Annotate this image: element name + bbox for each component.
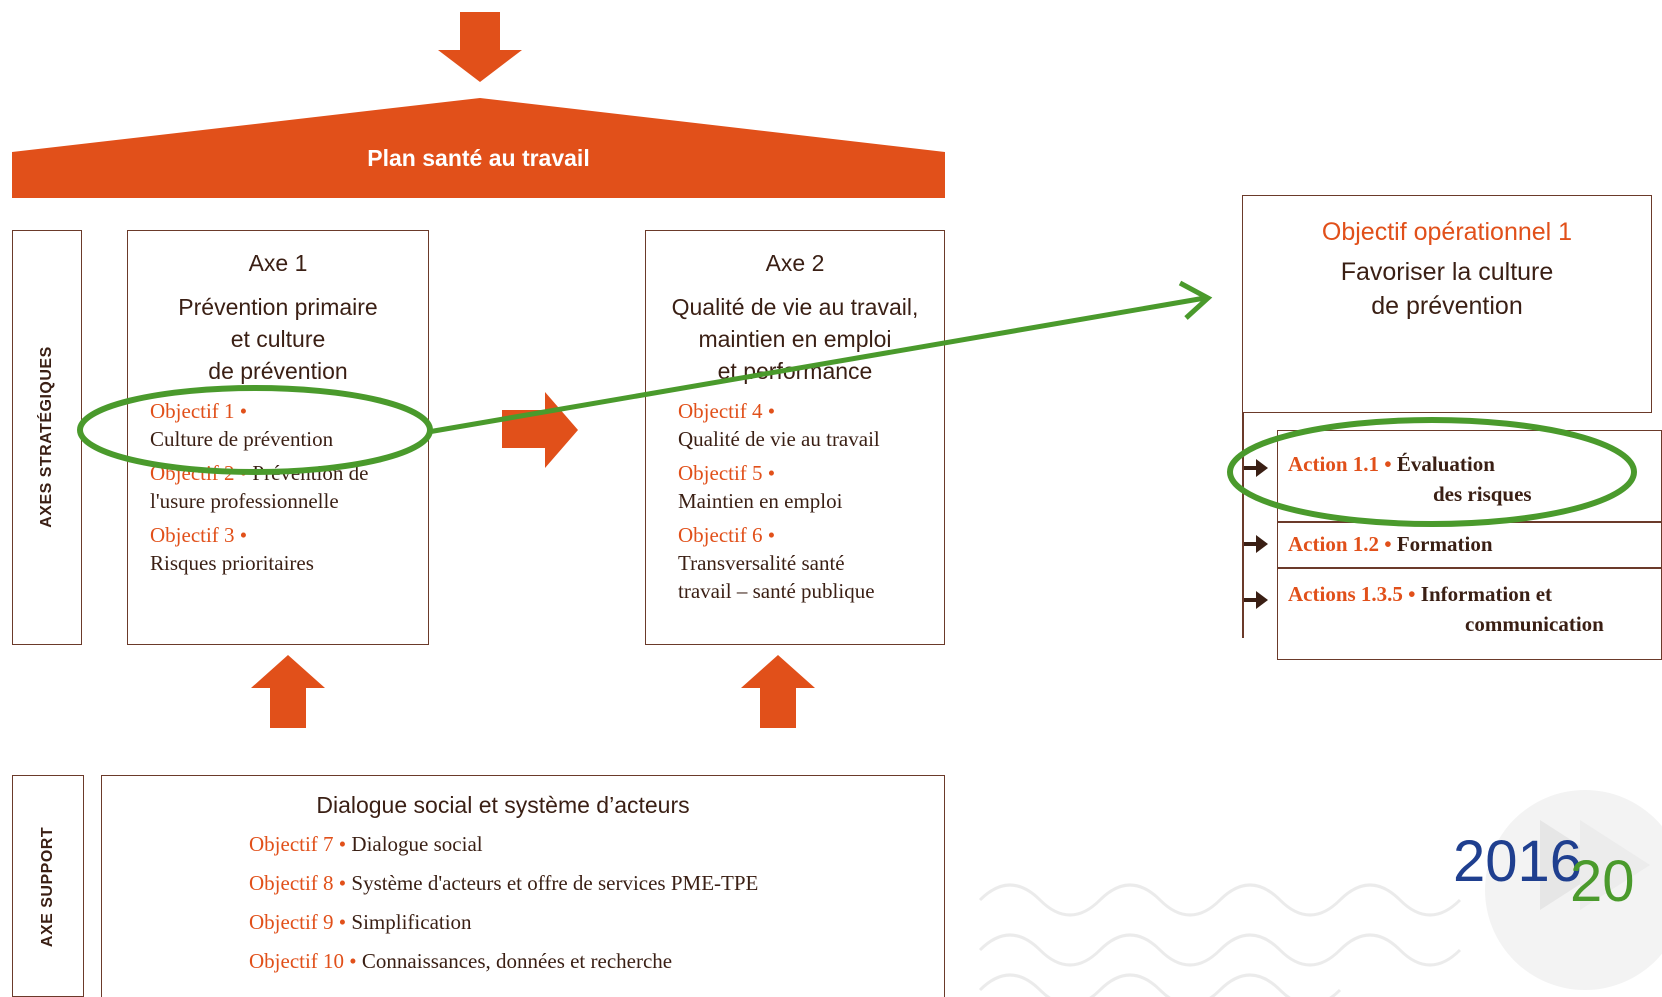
objective-6-text-2: travail – santé publique: [678, 579, 875, 603]
objective-3-label: Objectif 3 •: [150, 523, 248, 547]
objective-7-label: Objectif 7 •: [249, 832, 347, 856]
axe1-title: Axe 1: [248, 250, 308, 276]
objective-5-label: Objectif 5 •: [678, 461, 776, 485]
objective-6-label: Objectif 6 •: [678, 523, 776, 547]
support-objectives: Objectif 7 • Dialogue social Objectif 8 …: [249, 825, 944, 981]
objective-3-text: Risques prioritaires: [150, 551, 314, 575]
decorative-pattern: [978, 883, 1462, 997]
logo-year-end: 20: [1570, 849, 1635, 914]
objective-7: Objectif 7 • Dialogue social: [249, 825, 944, 864]
action-1-2-label: Action 1.2 •: [1288, 532, 1392, 556]
axe2-title: Axe 2: [765, 250, 825, 276]
action-1-2-text: Formation: [1396, 532, 1493, 556]
objective-1-text: Culture de prévention: [150, 427, 334, 451]
actions-1-3-5-box: Actions 1.3.5 • Information et communica…: [1277, 568, 1662, 660]
action-arrow-icon: [1244, 535, 1268, 553]
objective-10-text: Connaissances, données et recherche: [361, 949, 673, 973]
objective-6-text: Transversalité santé: [678, 551, 845, 575]
operational-subtitle-2: de prévention: [1371, 292, 1523, 320]
action-1-1-text: Évaluation: [1396, 452, 1495, 476]
axes-strategiques-label: Axes stratégiques: [38, 346, 55, 528]
action-pointer-arrows: [1244, 459, 1268, 609]
axe1-subtitle-3: de prévention: [208, 358, 348, 384]
objective-7-text: Dialogue social: [351, 832, 483, 856]
actions-1-3-5-label: Actions 1.3.5 •: [1288, 582, 1416, 606]
objective-8-label: Objectif 8 •: [249, 871, 347, 895]
action-arrow-icon: [1244, 591, 1268, 609]
objective-10-label: Objectif 10 •: [249, 949, 357, 973]
top-down-arrow: [438, 12, 522, 82]
actions-1-3-5-text-2: communication: [1465, 612, 1604, 636]
objective-2: Objectif 2 • Prévention de l'usure profe…: [150, 459, 428, 515]
action-1-1: Action 1.1 • Évaluation des risques: [1288, 449, 1661, 509]
action-1-1-text-2: des risques: [1433, 482, 1532, 506]
axe1-subtitle-1: Prévention primaire: [178, 294, 378, 320]
objective-5: Objectif 5 • Maintien en emploi: [678, 459, 944, 515]
action-1-1-label: Action 1.1 •: [1288, 452, 1392, 476]
action-1-2: Action 1.2 • Formation: [1288, 529, 1661, 559]
actions-1-3-5-text: Information et: [1420, 582, 1553, 606]
support-box: Dialogue social et système d’acteurs Obj…: [101, 775, 945, 997]
plan-roof: [12, 98, 945, 198]
logo-play-icon: [1540, 820, 1610, 910]
objective-10: Objectif 10 • Connaissances, données et …: [249, 942, 944, 981]
axe1-box: Axe 1 Prévention primaire et culture de …: [127, 230, 429, 645]
axe1-subtitle-2: et culture: [230, 326, 326, 352]
objective-2-label: Objectif 2 •: [150, 461, 248, 485]
objective-4-label: Objectif 4 •: [678, 399, 776, 423]
objective-8-text: Système d'acteurs et offre de services P…: [351, 871, 759, 895]
axe2-subtitle-2: maintien en emploi: [698, 326, 892, 352]
up-arrow-axe2: [741, 655, 815, 728]
action-1-1-box: Action 1.1 • Évaluation des risques: [1277, 430, 1662, 522]
operational-objective-box: Objectif opérationnel 1 Favoriser la cul…: [1242, 195, 1652, 413]
support-title: Dialogue social et système d’acteurs: [316, 792, 690, 818]
up-arrow-axe1: [251, 655, 325, 728]
objective-6: Objectif 6 • Transversalité santé travai…: [678, 521, 944, 605]
logo-circle: [1485, 790, 1662, 990]
objective-9-text: Simplification: [351, 910, 472, 934]
objective-5-text: Maintien en emploi: [678, 489, 843, 513]
objective-1: Objectif 1 • Culture de prévention: [150, 397, 428, 453]
objective-1-label: Objectif 1 •: [150, 399, 248, 423]
objective-9: Objectif 9 • Simplification: [249, 903, 944, 942]
operational-title: Objectif opérationnel 1: [1321, 218, 1573, 246]
objective-9-label: Objectif 9 •: [249, 910, 347, 934]
logo-year-start: 2016: [1453, 829, 1583, 894]
objective-8: Objectif 8 • Système d'acteurs et offre …: [249, 864, 944, 903]
axe2-box: Axe 2 Qualité de vie au travail, maintie…: [645, 230, 945, 645]
axe2-subtitle-1: Qualité de vie au travail,: [671, 294, 919, 320]
axe-support-label: Axe support: [39, 826, 56, 948]
middle-right-arrow: [502, 392, 578, 468]
objective-3: Objectif 3 • Risques prioritaires: [150, 521, 428, 577]
objective-4: Objectif 4 • Qualité de vie au travail: [678, 397, 944, 453]
operational-subtitle-1: Favoriser la culture: [1340, 258, 1554, 286]
action-1-2-box: Action 1.2 • Formation: [1277, 522, 1662, 568]
axes-strategiques-box: [12, 230, 82, 645]
action-arrow-icon: [1244, 459, 1268, 477]
objective-2-text-2: l'usure professionnelle: [150, 489, 339, 513]
objective-2-text: Prévention de: [252, 461, 369, 485]
axe2-subtitle-3: et performance: [717, 358, 873, 384]
actions-1-3-5: Actions 1.3.5 • Information et communica…: [1288, 579, 1661, 639]
axe-support-box: [12, 775, 84, 997]
plan-title: Plan santé au travail: [367, 145, 590, 171]
objective-4-text: Qualité de vie au travail: [678, 427, 880, 451]
